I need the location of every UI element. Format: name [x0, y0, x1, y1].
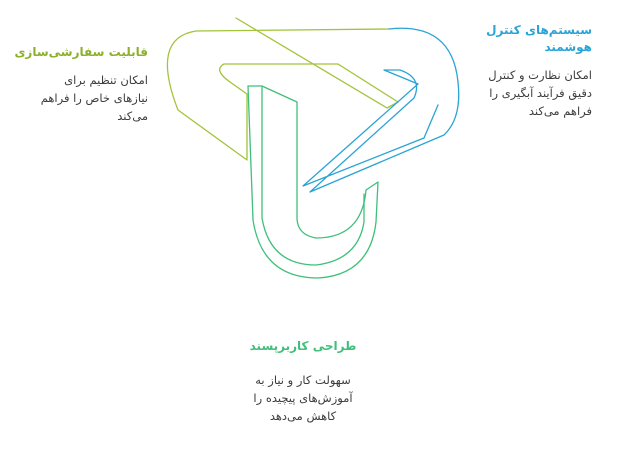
- smart-control-description: امکان نظارت و کنترل دقیق فرآیند آبگیری ر…: [470, 66, 592, 120]
- smart-control-title: سیستم‌های کنترل هوشمند: [470, 22, 592, 56]
- customization-loop: [166, 17, 399, 161]
- smart-control-line-3: فراهم می‌کند: [528, 104, 592, 118]
- smart-control-block: سیستم‌های کنترل هوشمند امکان نظارت و کنت…: [470, 22, 592, 120]
- user-friendly-inner-loop: [261, 85, 365, 266]
- smart-control-loop: [302, 27, 460, 193]
- customization-line-3: می‌کند: [117, 109, 148, 123]
- customization-description: امکان تنظیم برای نیازهای خاص را فراهم می…: [10, 71, 148, 125]
- customization-block: قابلیت سفارشی‌سازی امکان تنظیم برای نیاز…: [10, 44, 148, 125]
- user-friendly-line-1: سهولت کار و نیاز به: [255, 373, 351, 387]
- user-friendly-line-3: کاهش می‌دهد: [269, 409, 337, 423]
- user-friendly-loop: [247, 85, 379, 279]
- smart-control-title-line-2: هوشمند: [544, 40, 592, 54]
- smart-control-line-1: امکان نظارت و کنترل: [488, 68, 592, 82]
- user-friendly-line-2: آموزش‌های پیچیده را: [253, 391, 353, 405]
- user-friendly-title: طراحی کاربرپسند: [249, 339, 357, 353]
- customization-line-2: نیازهای خاص را فراهم: [40, 91, 148, 105]
- smart-control-title-line-1: سیستم‌های کنترل: [486, 23, 592, 37]
- customization-title: قابلیت سفارشی‌سازی: [14, 45, 148, 59]
- user-friendly-description: سهولت کار و نیاز به آموزش‌های پیچیده را …: [232, 371, 374, 425]
- customization-line-1: امکان تنظیم برای: [64, 73, 148, 87]
- smart-control-line-2: دقیق فرآیند آبگیری را: [489, 86, 592, 100]
- user-friendly-block: طراحی کاربرپسند سهولت کار و نیاز به آموز…: [232, 338, 374, 425]
